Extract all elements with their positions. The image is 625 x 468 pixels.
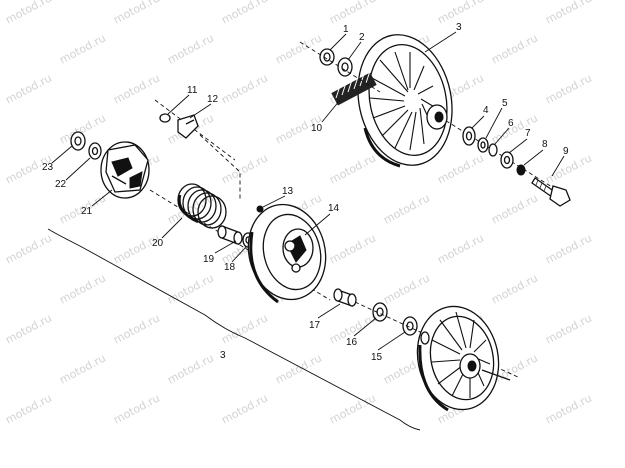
watermark-text: motod.ru — [543, 391, 594, 426]
watermark-text: motod.ru — [327, 0, 378, 27]
washer-part-4 — [462, 126, 476, 146]
watermark-text: motod.ru — [57, 351, 108, 386]
callout-23: 23 — [42, 162, 54, 173]
callout-6: 6 — [508, 118, 514, 129]
movable-sheave-part-14 — [247, 203, 327, 304]
washer-part-1 — [319, 48, 335, 66]
spring-part-20 — [177, 183, 227, 229]
callout-7: 7 — [525, 128, 531, 139]
watermark-text: motod.ru — [327, 151, 378, 186]
watermark-text: motod.ru — [3, 391, 54, 426]
watermark-text: motod.ru — [543, 311, 594, 346]
watermark-text: motod.ru — [3, 231, 54, 266]
watermark-text: motod.ru — [3, 0, 54, 27]
watermark-text: motod.ru — [489, 191, 540, 226]
callout-22: 22 — [55, 179, 67, 190]
screw-part-13 — [256, 205, 264, 213]
callout-11: 11 — [187, 85, 198, 96]
callout-20: 20 — [152, 238, 164, 249]
washer-part-6 — [488, 143, 498, 157]
callout-4: 4 — [483, 105, 489, 116]
assembly-bracket — [47, 228, 421, 431]
watermark-text: motod.ru — [57, 271, 108, 306]
callout-18: 18 — [224, 262, 236, 273]
watermark-text: motod.ru — [327, 391, 378, 426]
watermark-text: motod.ru — [435, 231, 486, 266]
callout-assembly: 3 — [220, 350, 226, 361]
watermark-text: motod.ru — [111, 71, 162, 106]
callout-15: 15 — [371, 352, 383, 363]
watermark-text: motod.ru — [219, 391, 270, 426]
callout-19: 19 — [203, 254, 215, 265]
watermark-text: motod.ru — [435, 151, 486, 186]
callout-3: 3 — [456, 22, 462, 33]
watermark-text: motod.ru — [111, 311, 162, 346]
leader-lines — [51, 31, 565, 351]
bushing-part-19 — [217, 225, 243, 245]
washer-part-23 — [70, 131, 86, 151]
watermark-text: motod.ru — [543, 151, 594, 186]
watermark-text: motod.ru — [219, 0, 270, 27]
callout-12: 12 — [207, 94, 219, 105]
washer-part-16 — [372, 302, 388, 322]
callout-5: 5 — [502, 98, 508, 109]
nut-part-8 — [516, 164, 526, 176]
callout-2: 2 — [359, 32, 365, 43]
callout-14: 14 — [328, 203, 340, 214]
pin-part-11 — [159, 113, 171, 123]
callout-21: 21 — [81, 206, 93, 217]
callout-10: 10 — [311, 123, 323, 134]
watermark-text: motod.ru — [111, 391, 162, 426]
watermark-text: motod.ru — [219, 71, 270, 106]
watermark-text: motod.ru — [543, 0, 594, 27]
washer-part-5 — [477, 137, 489, 153]
watermark-text: motod.ru — [489, 31, 540, 66]
watermark-text: motod.ru — [3, 311, 54, 346]
watermark-text: motod.ru — [327, 231, 378, 266]
callout-1: 1 — [343, 24, 349, 35]
washer-part-15 — [402, 316, 418, 336]
callout-8: 8 — [542, 139, 548, 150]
watermark-text: motod.ru — [543, 231, 594, 266]
washer-part-2 — [337, 57, 353, 77]
watermark-text: motod.ru — [489, 271, 540, 306]
watermark-text: motod.ru — [273, 31, 324, 66]
watermark-text: motod.ru — [219, 151, 270, 186]
callout-9: 9 — [563, 146, 569, 157]
upper-sheave-part-3 — [357, 34, 453, 168]
bolt-part-9 — [531, 177, 571, 207]
weight-part-12 — [177, 114, 199, 139]
cam-part-21 — [100, 141, 150, 199]
belt-part-10 — [331, 70, 377, 106]
watermark-text: motod.ru — [165, 271, 216, 306]
washer-part-22 — [88, 142, 102, 160]
watermark-text: motod.ru — [111, 0, 162, 27]
bushing-part-17 — [333, 288, 357, 307]
watermark-text: motod.ru — [165, 351, 216, 386]
callout-17: 17 — [309, 320, 321, 331]
watermark-text: motod.ru — [165, 31, 216, 66]
watermark-text: motod.ru — [111, 231, 162, 266]
watermark-text: motod.ru — [543, 71, 594, 106]
callout-16: 16 — [346, 337, 358, 348]
watermark-text: motod.ru — [57, 31, 108, 66]
watermark-text: motod.ru — [381, 271, 432, 306]
watermark-text: motod.ru — [3, 71, 54, 106]
callout-13: 13 — [282, 186, 294, 197]
washer-part-7 — [500, 151, 514, 169]
fixed-sheave — [416, 305, 511, 412]
watermark-text: motod.ru — [381, 191, 432, 226]
callout-labels: 1 2 3 4 5 6 7 8 9 10 11 12 13 14 15 16 1… — [42, 22, 569, 363]
